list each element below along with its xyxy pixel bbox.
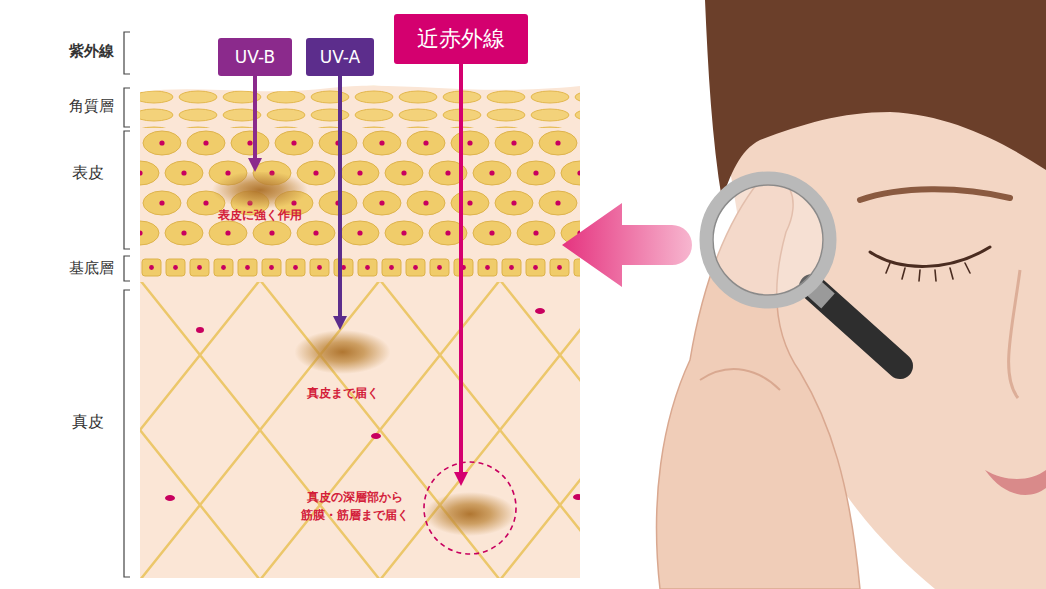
absorption-spot: 真皮まで届く <box>285 330 400 408</box>
ray-name: 近赤外線 <box>417 24 505 54</box>
effect-note: 真皮まで届く <box>285 384 400 402</box>
ray-arrow <box>248 76 262 172</box>
ray-arrow <box>333 76 347 330</box>
absorption-spot: 表皮に強く作用 <box>195 172 325 230</box>
ray-name: UV-B <box>235 47 275 67</box>
layer-label: 表皮 <box>72 163 104 184</box>
ray-label: UV-B <box>218 38 292 76</box>
layer-label: 基底層 <box>69 259 114 278</box>
effect-note: 表皮に強く作用 <box>195 206 325 224</box>
ray-label: 近赤外線 <box>394 14 528 64</box>
absorption-spot: 真皮の深層部から 筋膜・筋層まで届く <box>288 486 520 548</box>
ray-label: UV-A <box>306 38 374 76</box>
layer-label: 紫外線 <box>69 42 114 61</box>
ray-name: UV-A <box>320 47 360 67</box>
ray-arrow <box>454 64 468 486</box>
layer-label: 真皮 <box>72 412 104 433</box>
layer-label: 角質層 <box>69 97 114 116</box>
effect-note: 真皮の深層部から 筋膜・筋層まで届く <box>290 488 420 524</box>
